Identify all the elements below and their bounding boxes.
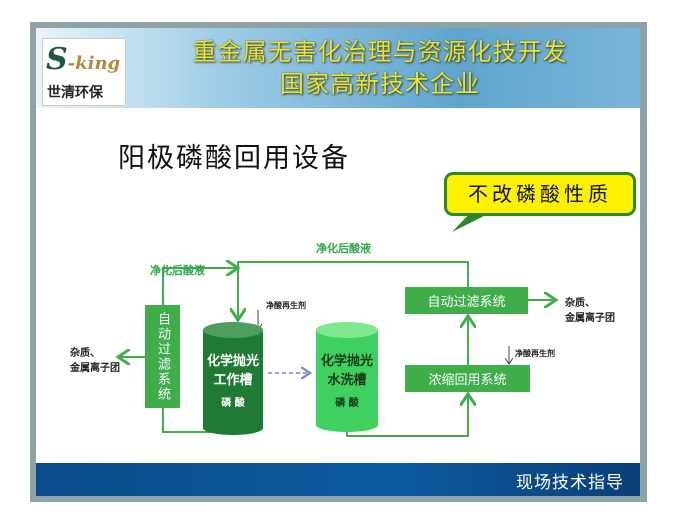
tank-working: 化学抛光 工作槽 磷 酸 <box>203 350 263 409</box>
concentrate-system: 浓缩回用系统 <box>405 365 530 392</box>
left-filter-system: 自动过滤系统 <box>145 305 180 408</box>
callout-bubble: 不改磷酸性质 <box>444 172 636 216</box>
label-regen2: 净酸再生剂 <box>515 349 555 358</box>
tank2-name1: 化学抛光 <box>320 354 373 369</box>
page-title: 阳极磷酸回用设备 <box>118 143 350 174</box>
label-impurity-left: 杂质、金属离子团 <box>70 344 120 374</box>
logo-brand: S-king <box>46 42 121 77</box>
impurity-left-1: 杂质、 <box>70 348 100 359</box>
impurity-left-2: 金属离子团 <box>70 363 120 374</box>
label-purified-top: 净化后酸液 <box>316 242 371 255</box>
impurity-right-1: 杂质、 <box>565 298 595 309</box>
impurity-right-2: 金属离子团 <box>565 313 615 324</box>
tank-rinse: 化学抛光 水洗槽 磷 酸 <box>316 350 378 409</box>
header-line2: 国家高新技术企业 <box>280 70 480 98</box>
tank1-name1: 化学抛光 <box>206 354 259 369</box>
tank2-name2: 水洗槽 <box>327 373 367 388</box>
tank2-content: 磷 酸 <box>335 398 359 409</box>
right-filter-system: 自动过滤系统 <box>405 287 528 314</box>
label-regen1: 净酸再生剂 <box>266 301 306 310</box>
header-banner <box>36 28 640 108</box>
header-line1: 重金属无害化治理与资源化技开发 <box>192 38 568 66</box>
footer-text: 现场技术指导 <box>516 473 624 493</box>
logo-company: 世清环保 <box>47 85 103 101</box>
tank1-content: 磷 酸 <box>221 398 245 409</box>
tank1-name2: 工作槽 <box>213 373 253 388</box>
logo: S-king 世清环保 <box>42 38 126 106</box>
footer-bar: 现场技术指导 <box>36 463 640 496</box>
label-purified-left: 净化后酸液 <box>150 264 205 277</box>
label-impurity-right: 杂质、金属离子团 <box>565 294 615 324</box>
